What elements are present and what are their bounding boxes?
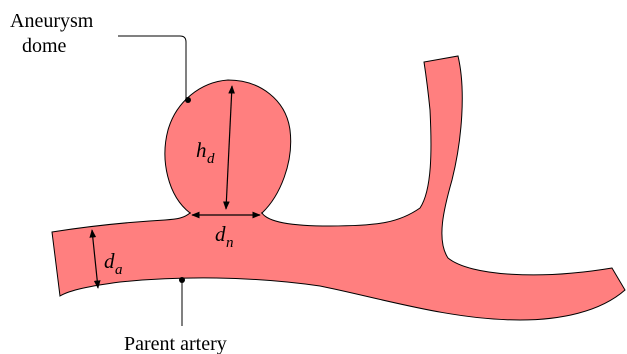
artery-subscript: a [115, 262, 123, 278]
height-subscript: d [207, 151, 215, 167]
aneurysm-label-line2: dome [22, 35, 67, 57]
artery-symbol: d [104, 249, 115, 273]
artery-leader-dot [179, 277, 185, 283]
parent-artery-label: Parent artery [124, 333, 227, 354]
dome-leader-line [118, 36, 186, 100]
neck-symbol: d [215, 222, 226, 246]
aneurysm-label-line1: Aneurysm [10, 10, 94, 32]
neck-subscript: n [226, 235, 234, 251]
dome-leader-dot [185, 97, 191, 103]
vessel-shape [52, 56, 625, 320]
height-symbol: h [196, 138, 207, 162]
aneurysm-dome-shape [165, 80, 291, 213]
